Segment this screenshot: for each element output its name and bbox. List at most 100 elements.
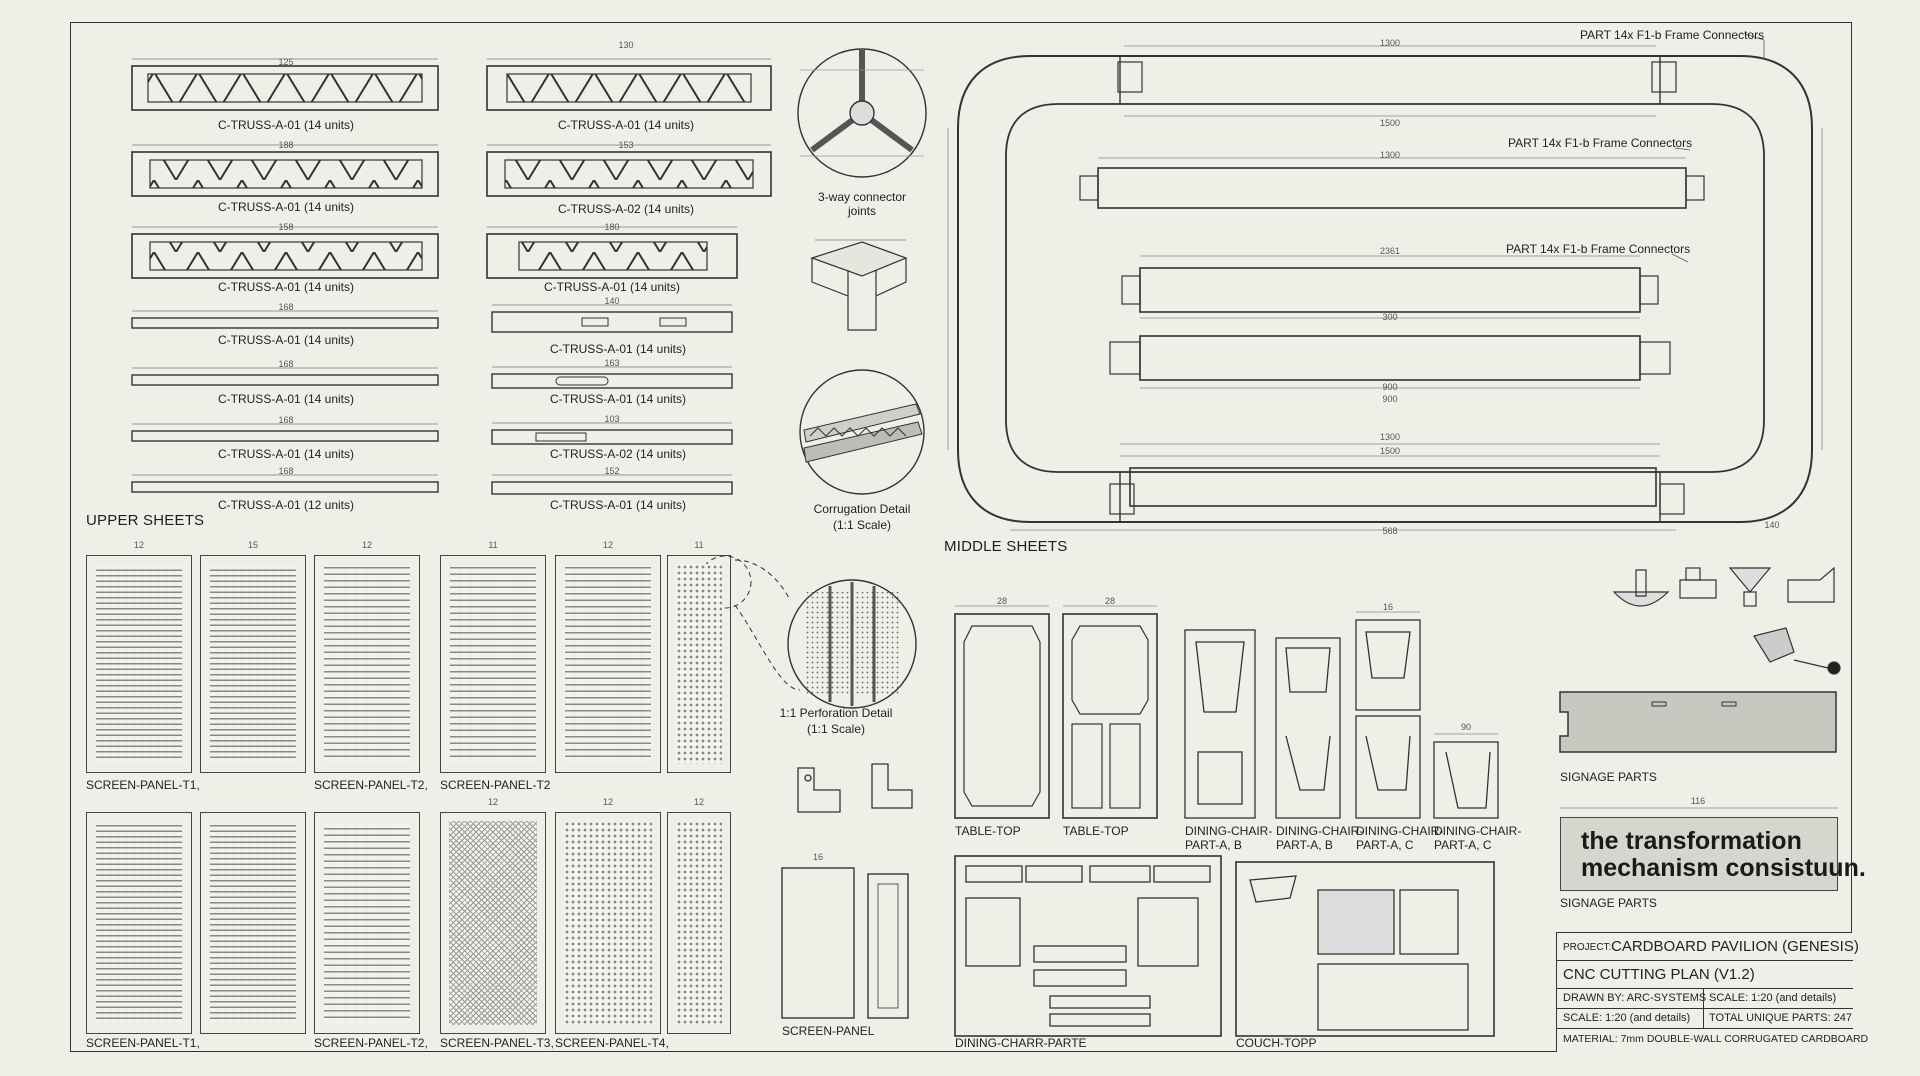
truss-label: C-TRUSS-A-01 (14 units)	[217, 392, 355, 406]
truss-dim: 125	[278, 57, 294, 67]
truss-label: C-TRUSS-A-01 (14 units)	[217, 333, 355, 347]
chair-label-line2: PART-A, C	[1356, 838, 1414, 852]
truss-label: C-TRUSS-A-02 (14 units)	[557, 202, 695, 216]
screen-panel-label: SCREEN-PANEL-T1,	[86, 1036, 200, 1050]
screen-panel-label: SCREEN-PANEL	[782, 1024, 875, 1038]
truss-dim: 168	[278, 302, 294, 312]
plan-title: CNC CUTTING PLAN (V1.2)	[1563, 966, 1755, 983]
screen-panel-label: SCREEN-PANEL-T4,	[555, 1036, 669, 1050]
middle-dim: 300	[1382, 312, 1398, 322]
upper-sheets-heading: UPPER SHEETS	[86, 512, 205, 529]
couch-top-label: COUCH-TOPP	[1236, 1036, 1317, 1050]
truss-label: C-TRUSS-A-01 (14 units)	[217, 447, 355, 461]
truss-label: C-TRUSS-A-01 (14 units)	[217, 200, 355, 214]
middle-dim: 1500	[1379, 118, 1401, 128]
middle-dim: 1300	[1379, 432, 1401, 442]
truss-dim: 168	[278, 466, 294, 476]
signage-text: the transformation mechanism consistuun.	[1581, 828, 1866, 882]
title-block-project-row: PROJECT: CARDBOARD PAVILION (GENESIS)	[1557, 933, 1859, 961]
title-block-material-row: MATERIAL: 7mm DOUBLE-WALL CORRUGATED CAR…	[1557, 1029, 1868, 1051]
signage-line-1: the transformation	[1581, 827, 1802, 855]
signage-panel: the transformation mechanism consistuun.	[1560, 817, 1866, 891]
panel-dim: 12	[361, 540, 373, 550]
panel-dim: 12	[133, 540, 145, 550]
truss-label: C-TRUSS-A-01 (14 units)	[549, 498, 687, 512]
scale-text: SCALE: 1:20 (and details)	[1563, 1012, 1691, 1024]
middle-dim: 1500	[1379, 446, 1401, 456]
screen-panel-t4-bottom	[555, 812, 661, 1034]
connector-caption-line1: 3-way connector	[817, 190, 907, 204]
truss-label: C-TRUSS-A-01 (14 units)	[549, 392, 687, 406]
middle-dim: 1300	[1379, 150, 1401, 160]
drawing-border	[70, 22, 1852, 1052]
screen-panel-single	[781, 867, 909, 1019]
truss-dim: 158	[278, 222, 294, 232]
furniture-dim: 16	[1382, 602, 1394, 612]
screen-panel-t2-top	[314, 555, 420, 773]
truss-label: C-TRUSS-A-01 (14 units)	[549, 342, 687, 356]
signage-parts-label: SIGNAGE PARTS	[1560, 770, 1657, 784]
truss-dim: 103	[604, 414, 620, 424]
furniture-chairs	[1184, 611, 1499, 819]
truss-dim: 180	[604, 222, 620, 232]
furniture-dim: 28	[996, 596, 1008, 606]
perforation-caption-line1: 1:1 Perforation Detail	[779, 706, 893, 720]
connector-3d-sketch	[810, 239, 908, 331]
dining-chair-parts-label: DINING-CHARR-PARTE	[955, 1036, 1087, 1050]
panel-dim: 12	[602, 797, 614, 807]
signage-line-2: mechanism consistuun.	[1581, 854, 1866, 882]
screen-panel-t2c-top	[555, 555, 661, 773]
screen-panel-t4b-bottom	[667, 812, 731, 1034]
table-top-label: TABLE-TOP	[1063, 824, 1129, 838]
connector-joint-detail	[797, 48, 927, 178]
scale-text: SCALE: 1:20 (and details)	[1709, 992, 1837, 1004]
screen-panel-t1-bottom	[86, 812, 192, 1034]
panel-dim: 12	[487, 797, 499, 807]
middle-dim: 1300	[1379, 38, 1401, 48]
chair-label-line1: DINING-CHAIR-	[1356, 824, 1444, 838]
truss-label: C-TRUSS-A-02 (14 units)	[549, 447, 687, 461]
panel-dim: 12	[693, 797, 705, 807]
panel-dim: 11	[488, 540, 498, 550]
title-block-plan-row: CNC CUTTING PLAN (V1.2)	[1557, 961, 1853, 989]
middle-dim: 900	[1382, 382, 1398, 392]
screen-panel-t1-top	[86, 555, 192, 773]
signage-dim: 116	[1690, 796, 1706, 806]
signage-parts-label: SIGNAGE PARTS	[1560, 896, 1657, 910]
middle-dim: 900	[1382, 394, 1398, 404]
screen-panel-t1b-bottom	[200, 812, 306, 1034]
panel-dim: 11	[694, 540, 704, 550]
drawn-by: DRAWN BY: ARC-SYSTEMS	[1563, 992, 1707, 1004]
screen-panel-t2-bottom	[314, 812, 420, 1034]
middle-sheet-frame	[947, 33, 1823, 531]
title-block: PROJECT: CARDBOARD PAVILION (GENESIS) CN…	[1556, 932, 1868, 1052]
signage-part-shape	[1559, 691, 1838, 809]
screen-panel-t2b-top	[440, 555, 546, 773]
furniture-sheet-parts	[954, 855, 1495, 1037]
truss-label: C-TRUSS-A-01 (12 units)	[217, 498, 355, 512]
truss-dim: 140	[604, 296, 620, 306]
screen-panel-label: SCREEN-PANEL-T2,	[314, 1036, 428, 1050]
screen-panel-t1b-top	[200, 555, 306, 773]
screen-panel-label: SCREEN-PANEL-T3,	[440, 1036, 554, 1050]
truss-label: C-TRUSS-A-01 (14 units)	[557, 118, 695, 132]
screen-panel-perforated-top	[667, 555, 731, 773]
middle-sheets-heading: MIDDLE SHEETS	[944, 538, 1068, 555]
chair-label-line2: PART-A, B	[1185, 838, 1242, 852]
title-block-row-4: SCALE: 1:20 (and details) TOTAL UNIQUE P…	[1557, 1009, 1853, 1029]
truss-dim: 168	[278, 359, 294, 369]
truss-dim: 153	[618, 140, 634, 150]
screen-panel-t3-bottom	[440, 812, 546, 1034]
chair-label-line2: PART-A, B	[1276, 838, 1333, 852]
project-label: PROJECT:	[1563, 942, 1612, 953]
project-name: CARDBOARD PAVILION (GENESIS)	[1611, 938, 1859, 955]
screen-panel-label: SCREEN-PANEL-T1,	[86, 778, 200, 792]
frame-connector-callout: PART 14x F1-b Frame Connectors	[1508, 136, 1693, 150]
perforation-caption-line2: (1:1 Scale)	[806, 722, 866, 736]
connector-caption-line2: joints	[847, 204, 877, 218]
screen-panel-label: SCREEN-PANEL-T2	[440, 778, 551, 792]
chair-label-line2: PART-A, C	[1434, 838, 1492, 852]
material-text: MATERIAL: 7mm DOUBLE-WALL CORRUGATED CAR…	[1563, 1033, 1869, 1045]
